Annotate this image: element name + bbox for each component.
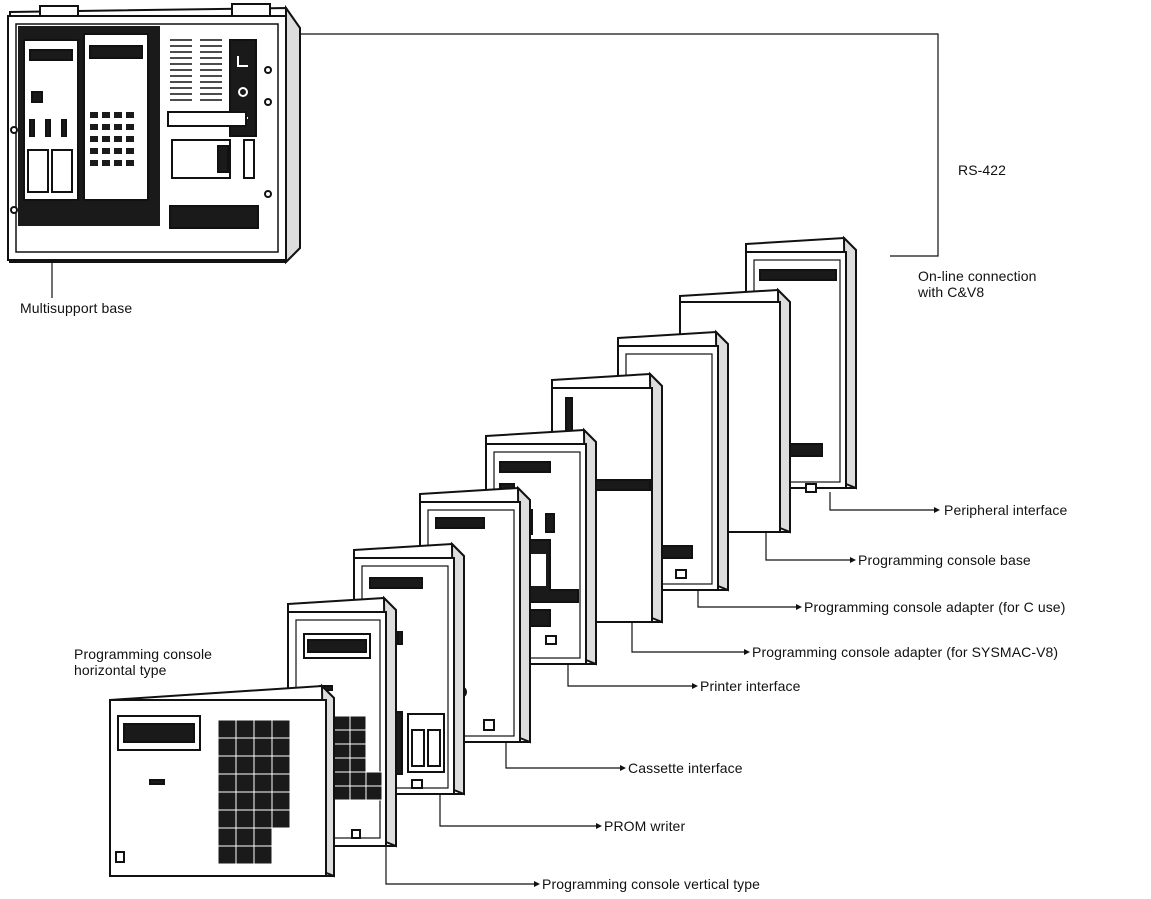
- programming-console-base-label: Programming console base: [858, 552, 1031, 569]
- online-connection-label-line2: with C&V8: [918, 284, 984, 301]
- console-horizontal-module: [110, 686, 334, 876]
- peripheral-interface-label: Peripheral interface: [944, 502, 1067, 519]
- adapter-c-use-label: Programming console adapter (for C use): [804, 599, 1065, 616]
- cassette-interface-label: Cassette interface: [628, 760, 743, 777]
- console-horizontal-label-line2: horizontal type: [74, 662, 167, 679]
- printer-interface-label: Printer interface: [700, 678, 801, 695]
- console-horizontal-label-line1: Programming console: [74, 646, 212, 663]
- adapter-sysmac-label: Programming console adapter (for SYSMAC-…: [752, 644, 1058, 661]
- prom-writer-label: PROM writer: [604, 818, 685, 835]
- rs422-label: RS-422: [958, 162, 1006, 179]
- online-connection-label-line1: On-line connection: [918, 268, 1037, 285]
- console-vertical-label: Programming console vertical type: [542, 876, 760, 893]
- multisupport-base-label: Multisupport base: [20, 300, 132, 317]
- multisupport-base-illustration: [8, 4, 300, 262]
